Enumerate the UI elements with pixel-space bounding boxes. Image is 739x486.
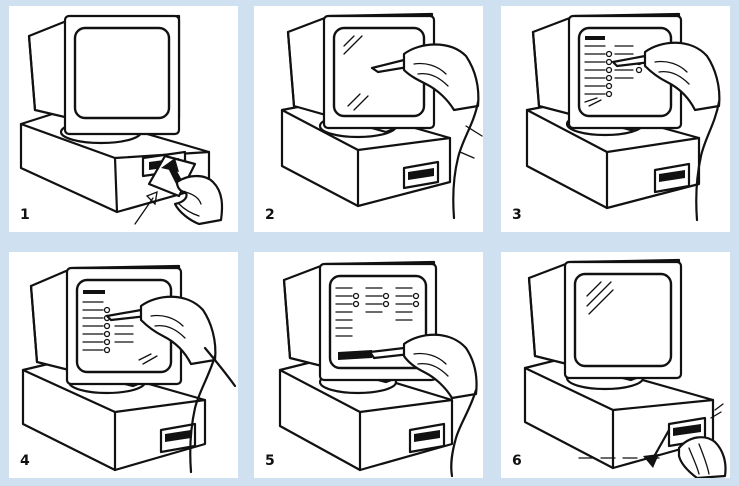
computer-remove-card-illustration <box>501 252 730 478</box>
step-number: 3 <box>512 207 522 223</box>
step-number: 6 <box>512 453 522 469</box>
step-panel-3: 3 <box>501 6 730 232</box>
computer-confirm-illustration <box>254 252 483 478</box>
step-panel-1: 1 <box>9 6 238 232</box>
step-panel-4: 4 <box>9 252 238 478</box>
step-number: 4 <box>20 453 30 469</box>
step-number: 1 <box>20 207 30 223</box>
step-panel-2: 2 <box>254 6 483 232</box>
step-panel-6: 6 <box>501 252 730 478</box>
computer-insert-card-illustration <box>9 6 238 232</box>
computer-menu-select-illustration <box>501 6 730 232</box>
computer-option-select-illustration <box>9 252 238 478</box>
step-panel-5: 5 <box>254 252 483 478</box>
step-number: 5 <box>265 453 275 469</box>
step-number: 2 <box>265 207 275 223</box>
computer-pen-touch-illustration <box>254 6 483 232</box>
